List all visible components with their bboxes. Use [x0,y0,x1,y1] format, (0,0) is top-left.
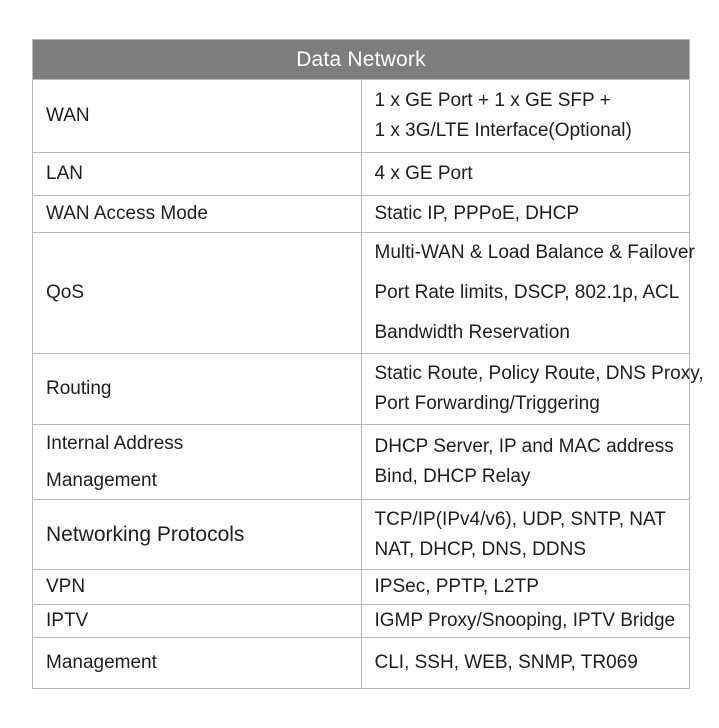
row-label: Internal Address Management [32,424,362,500]
row-label-text: QoS [46,282,85,303]
row-label: LAN [32,152,362,196]
row-label-text: WAN [46,105,90,126]
table-row-vpn: VPN IPSec, PPTP, L2TP [32,569,690,605]
row-value: Static Route, Policy Route, DNS Proxy, P… [360,353,704,425]
table-row-networking-protocols: Networking Protocols TCP/IP(IPv4/v6), UD… [32,499,690,570]
row-value: IPSec, PPTP, L2TP [360,569,690,605]
row-label-text: VPN [46,576,86,597]
row-value-line: Multi-WAN & Load Balance & Failover [374,242,695,263]
row-value-line: Static IP, PPPoE, DHCP [374,203,580,224]
table-row-wan: WAN 1 x GE Port + 1 x GE SFP + 1 x 3G/LT… [32,79,690,153]
row-label: VPN [32,569,362,605]
row-value-line: IGMP Proxy/Snooping, IPTV Bridge [374,610,676,631]
table-row-wan-access-mode: WAN Access Mode Static IP, PPPoE, DHCP [32,195,690,233]
row-label: Management [32,637,362,689]
table-header-title: Data Network [32,39,690,80]
row-value-line: 1 x GE Port + 1 x GE SFP + [374,90,611,111]
row-value: CLI, SSH, WEB, SNMP, TR069 [360,637,690,689]
table-row-routing: Routing Static Route, Policy Route, DNS … [32,353,704,425]
table-row-management: Management CLI, SSH, WEB, SNMP, TR069 [32,637,690,689]
row-value: IGMP Proxy/Snooping, IPTV Bridge [360,604,690,638]
table-row-lan: LAN 4 x GE Port [32,152,690,196]
row-value-line: DHCP Server, IP and MAC address [374,436,674,457]
row-value-line: CLI, SSH, WEB, SNMP, TR069 [374,652,638,673]
row-label: Networking Protocols [32,499,362,570]
row-value: 1 x GE Port + 1 x GE SFP + 1 x 3G/LTE In… [360,79,690,153]
row-value-line: NAT, DHCP, DNS, DDNS [374,538,587,560]
row-label-text: Management [46,470,157,491]
table-row-iptv: IPTV IGMP Proxy/Snooping, IPTV Bridge [32,604,690,638]
row-value-line: Port Forwarding/Triggering [374,393,600,414]
table-row-internal-address-management: Internal Address Management DHCP Server,… [32,424,690,500]
row-label: WAN [32,79,362,153]
row-value-line: Static Route, Policy Route, DNS Proxy, [374,363,704,384]
row-label: Routing [32,353,362,425]
row-label: QoS [32,232,362,354]
row-value: Static IP, PPPoE, DHCP [360,195,690,233]
table-header-row: Data Network [32,39,690,80]
row-value-line: IPSec, PPTP, L2TP [374,576,539,597]
row-value-line: 1 x 3G/LTE Interface(Optional) [374,120,632,141]
row-label-text: Management [46,652,157,673]
row-value-line: Bandwidth Reservation [374,322,570,343]
row-value: TCP/IP(IPv4/v6), UDP, SNTP, NAT NAT, DHC… [360,499,690,570]
row-value-line: 4 x GE Port [374,163,473,184]
row-label-text: Internal Address [46,433,184,454]
row-label-text: IPTV [46,610,89,631]
row-label-text: LAN [46,163,83,184]
row-label-text: Routing [46,378,112,399]
row-label: IPTV [32,604,362,638]
row-label-text: WAN Access Mode [46,203,208,224]
row-label: WAN Access Mode [32,195,362,233]
row-value-line: Bind, DHCP Relay [374,466,531,487]
row-value: Multi-WAN & Load Balance & Failover Port… [360,232,695,354]
row-value-line: Port Rate limits, DSCP, 802.1p, ACL [374,282,680,303]
row-value-line: TCP/IP(IPv4/v6), UDP, SNTP, NAT [374,508,666,530]
data-network-spec-table: Data Network WAN 1 x GE Port + 1 x GE SF… [32,39,704,689]
row-value: 4 x GE Port [360,152,690,196]
table-row-qos: QoS Multi-WAN & Load Balance & Failover … [32,232,695,354]
row-label-text: Networking Protocols [46,522,245,546]
row-value: DHCP Server, IP and MAC address Bind, DH… [360,424,690,500]
